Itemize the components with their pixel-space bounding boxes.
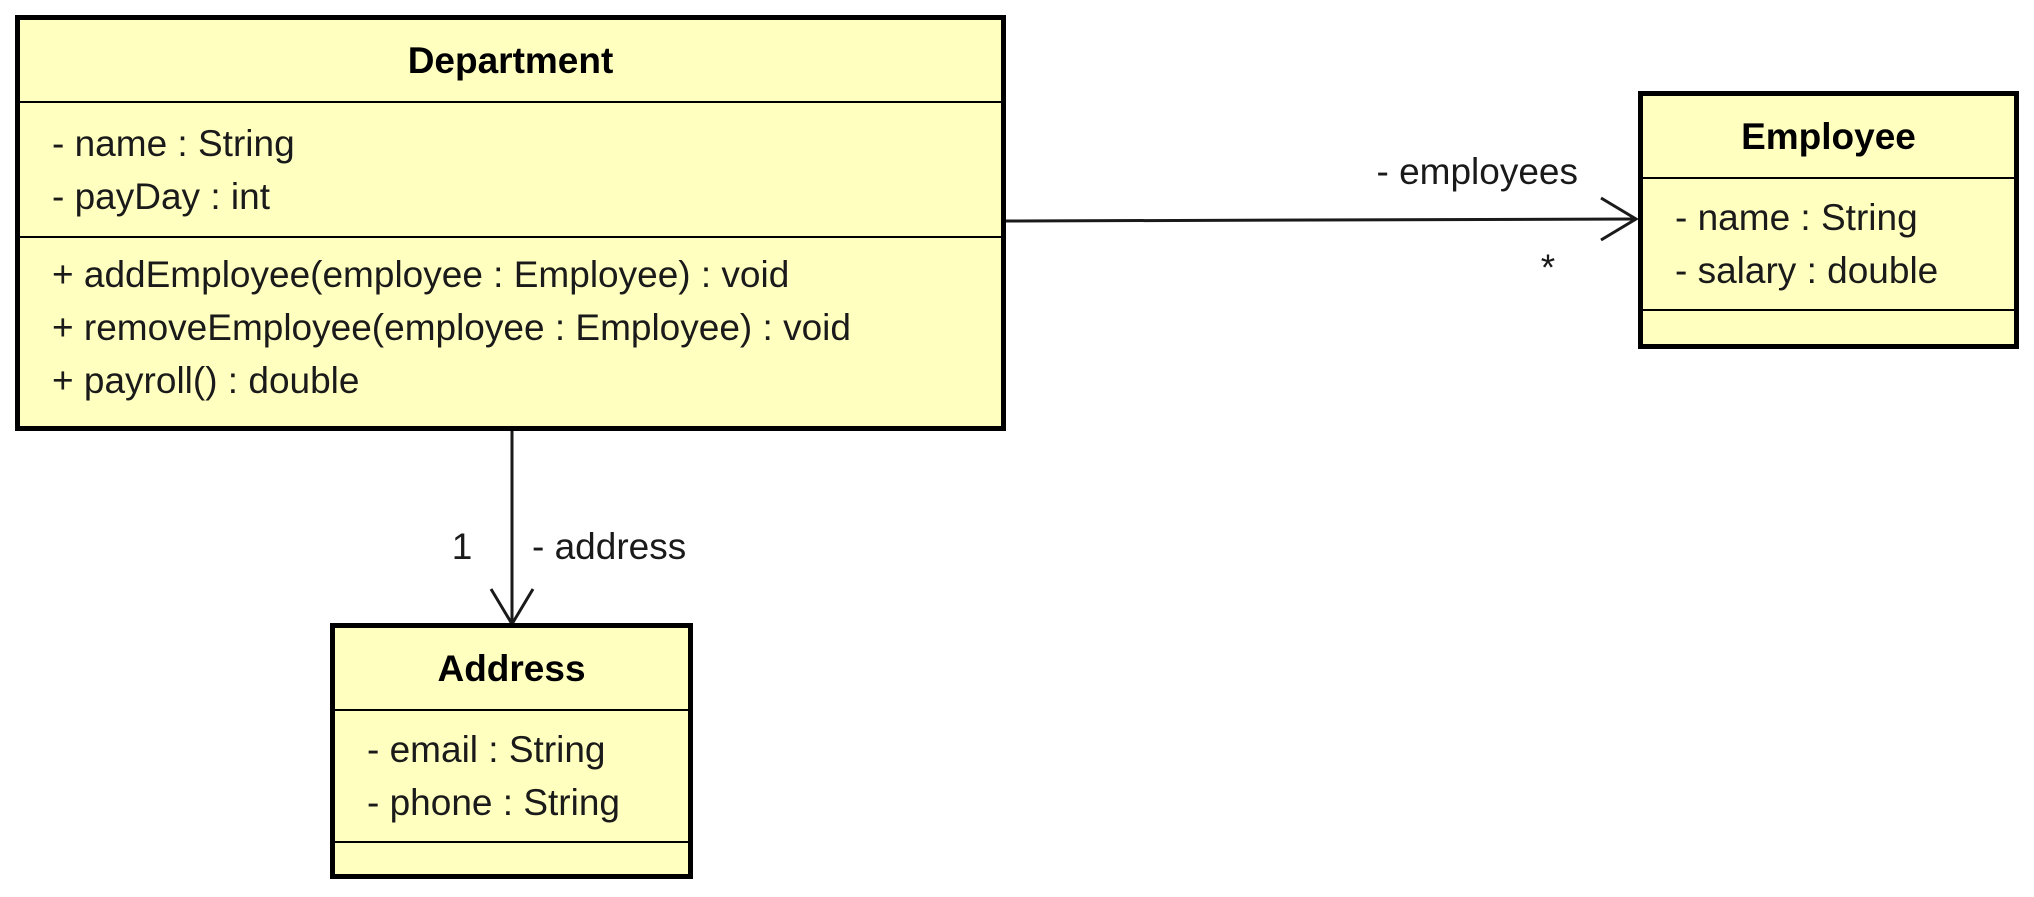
class-employee-name: Employee — [1643, 96, 2014, 179]
method-remove-employee: + removeEmployee(employee : Employee) : … — [52, 307, 851, 348]
attribute-email: - email : String — [367, 729, 606, 770]
role-label-employees: - employees — [1376, 151, 1578, 192]
arrowhead-employees-icon — [1600, 196, 1639, 242]
attribute-phone: - phone : String — [367, 782, 620, 823]
attribute-name: - name : String — [52, 123, 295, 164]
class-employee[interactable]: Employee - name : String - salary : doub… — [1638, 91, 2019, 349]
class-address-name: Address — [335, 628, 688, 711]
method-add-employee: + addEmployee(employee : Employee) : voi… — [52, 254, 790, 295]
class-department-name: Department — [20, 20, 1001, 103]
class-department[interactable]: Department - name : String - payDay : in… — [15, 15, 1006, 431]
attribute-name: - name : String — [1675, 197, 1918, 238]
class-department-attributes: - name : String - payDay : int — [20, 103, 1001, 238]
method-payroll: + payroll() : double — [52, 360, 360, 401]
association-line-employees — [1005, 217, 1637, 223]
attribute-salary: - salary : double — [1675, 250, 1939, 291]
class-employee-attributes: - name : String - salary : double — [1643, 179, 2014, 311]
class-address[interactable]: Address - email : String - phone : Strin… — [330, 623, 693, 879]
class-address-attributes: - email : String - phone : String — [335, 711, 688, 843]
class-department-methods: + addEmployee(employee : Employee) : voi… — [20, 238, 1001, 407]
role-label-address: - address — [532, 526, 686, 567]
multiplicity-address: 1 — [452, 526, 473, 567]
multiplicity-employees: * — [1541, 247, 1555, 288]
attribute-payday: - payDay : int — [52, 176, 270, 217]
